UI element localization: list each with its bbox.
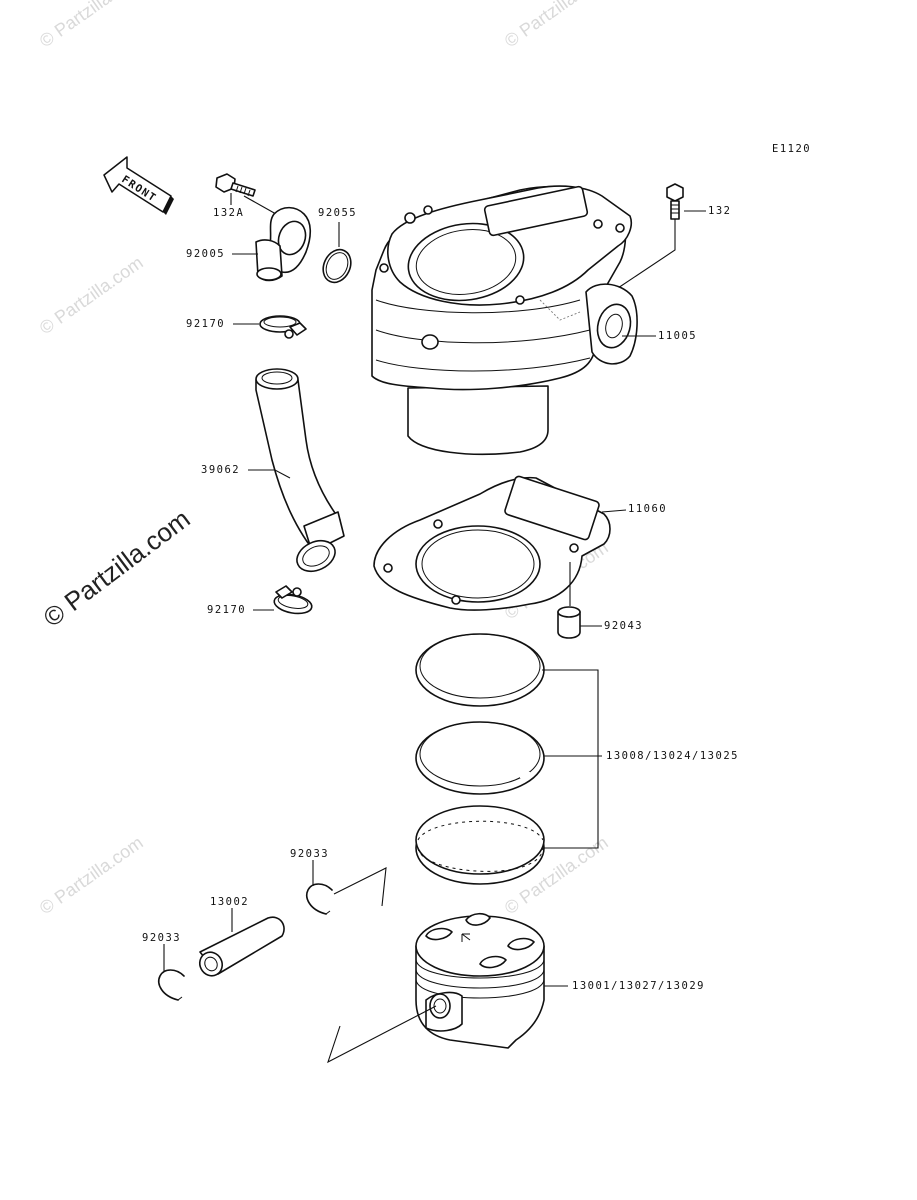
label-92005: 92005 (186, 248, 225, 260)
diagram-code: E1120 (772, 143, 811, 155)
piston-ring-second-icon (415, 721, 545, 795)
leader-39062 (248, 469, 291, 479)
label-132: 132 (708, 205, 731, 217)
circlip-right-icon (306, 883, 333, 915)
label-rings: 13008/13024/13025 (606, 750, 739, 762)
bolt-132-icon (666, 183, 684, 220)
hose-clamp-top-icon (259, 315, 307, 339)
label-39062: 39062 (201, 464, 240, 476)
label-92170-bottom: 92170 (207, 604, 246, 616)
watermark: © Partzilla.com (36, 0, 147, 51)
piston-ring-oil-icon (415, 805, 545, 885)
base-gasket-11060-icon (373, 475, 611, 611)
piston-pin-13002-icon (198, 916, 285, 977)
water-fitting-92005-icon (255, 206, 312, 282)
watermark: © Partzilla.com (501, 0, 612, 51)
label-92033-left: 92033 (142, 932, 181, 944)
watermark: © Partzilla.com (36, 252, 147, 338)
piston-icon (415, 912, 545, 1049)
water-hose-39062-icon (255, 368, 345, 573)
label-11060: 11060 (628, 503, 667, 515)
o-ring-92055-icon (322, 248, 352, 284)
alignment-line-lower (327, 1005, 437, 1064)
label-13002: 13002 (210, 896, 249, 908)
cylinder-11005-icon (371, 185, 638, 456)
dowel-pin-92043-icon (557, 606, 581, 639)
label-piston: 13001/13027/13029 (572, 980, 705, 992)
bolt-132a-icon (215, 173, 256, 197)
leader-132a-to-fitting (243, 195, 277, 215)
label-92043: 92043 (604, 620, 643, 632)
circlip-left-icon (158, 969, 185, 1001)
leader-132-to-cylinder (611, 219, 676, 293)
label-92170-top: 92170 (186, 318, 225, 330)
piston-ring-top-icon (415, 633, 545, 707)
label-132a: 132A (213, 207, 244, 219)
hose-clamp-bottom-icon (273, 585, 313, 615)
label-11005: 11005 (658, 330, 697, 342)
watermark-large: © Partzilla.com (38, 503, 196, 632)
watermark: © Partzilla.com (36, 832, 147, 918)
leader-11060 (601, 509, 627, 513)
label-92055: 92055 (318, 207, 357, 219)
label-92033-right: 92033 (290, 848, 329, 860)
alignment-line-upper (333, 867, 387, 907)
leader-rings (542, 669, 602, 849)
front-arrow-icon: FRONT (103, 156, 174, 215)
